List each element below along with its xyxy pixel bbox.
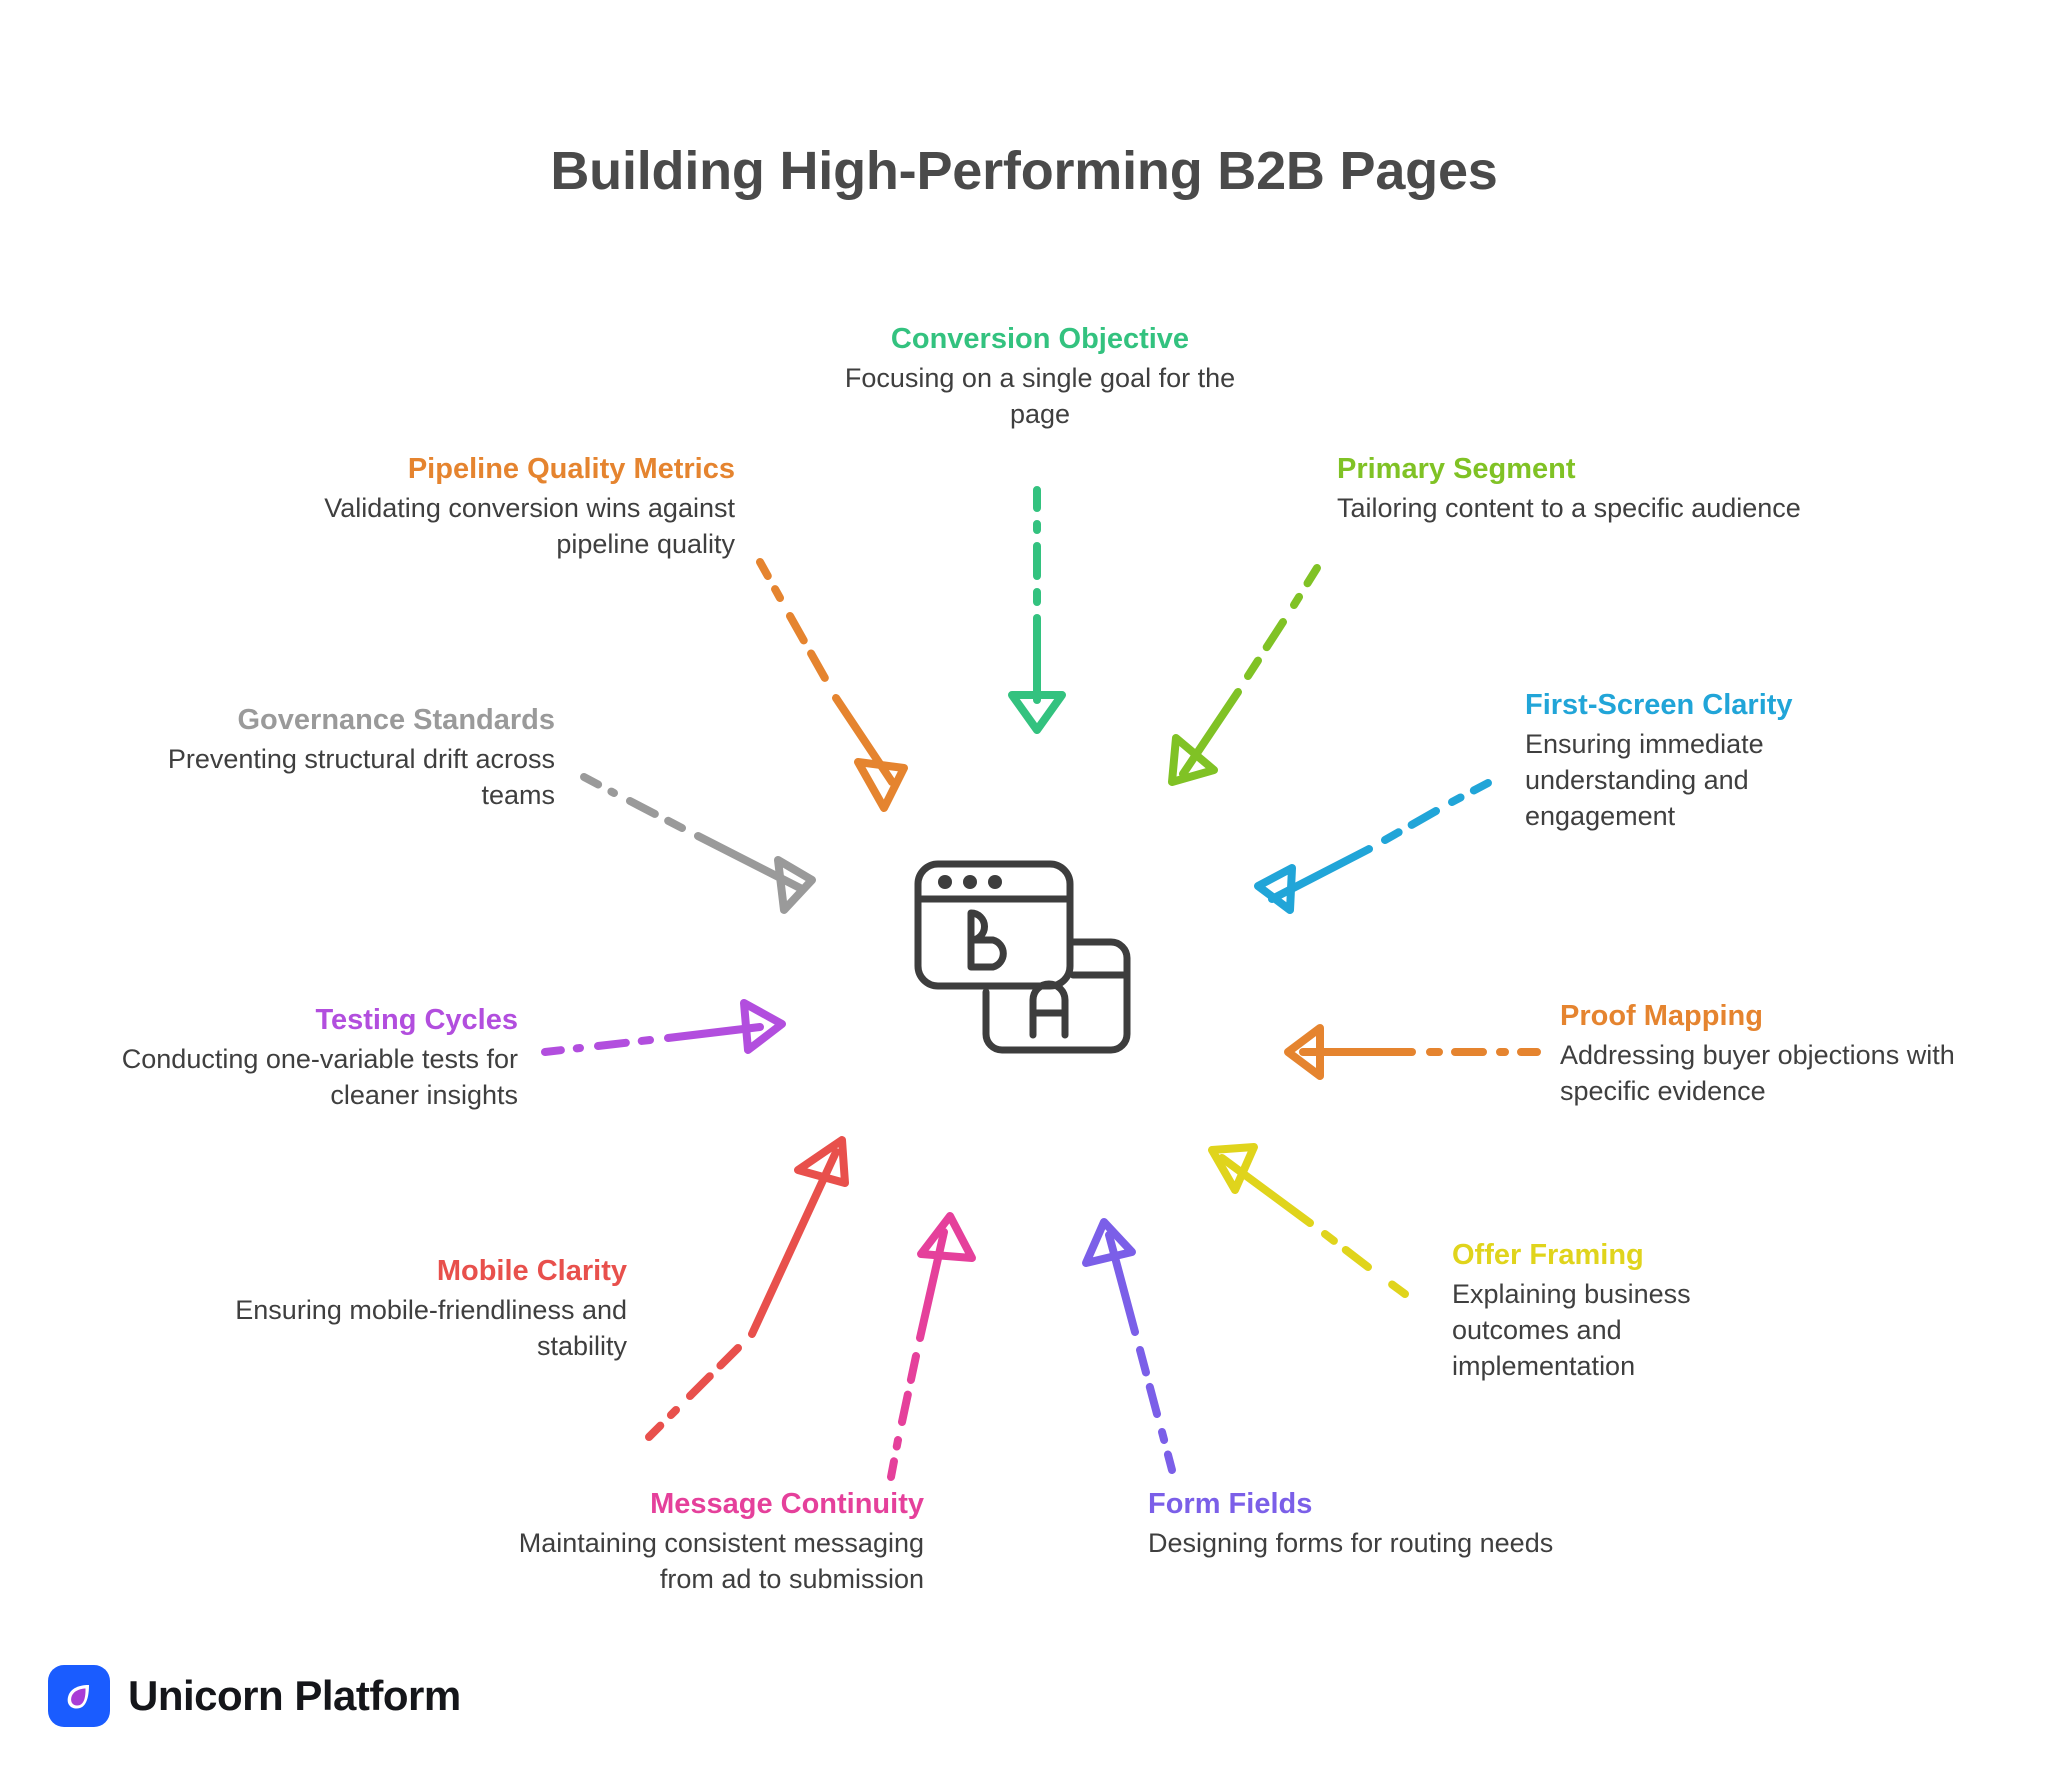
node-title-governance-standards: Governance Standards (237, 704, 556, 736)
node-proof-mapping[interactable]: Proof Mapping Addressing buyer objection… (1560, 999, 1990, 1110)
arrow-mobile-clarity (645, 1136, 849, 1441)
node-desc-pipeline-quality-metrics: Validating conversion wins against pipel… (324, 493, 735, 559)
node-form-fields[interactable]: Form Fields Designing forms for routing … (1148, 1487, 1568, 1562)
node-offer-framing[interactable]: Offer Framing Explaining business outcom… (1452, 1238, 1752, 1384)
arrow-message-continuity (887, 1212, 976, 1481)
node-governance-standards[interactable]: Governance Standards Preventing structur… (150, 703, 555, 814)
node-title-conversion-objective: Conversion Objective (890, 323, 1190, 355)
arrow-offer-framing (1208, 1143, 1409, 1298)
node-desc-first-screen-clarity: Ensuring immediate understanding and eng… (1525, 729, 1764, 831)
ab-test-icon (905, 845, 1140, 1075)
node-title-primary-segment: Primary Segment (1337, 453, 1576, 485)
node-desc-conversion-objective: Focusing on a single goal for the page (844, 363, 1236, 429)
node-title-message-continuity: Message Continuity (650, 1488, 924, 1520)
brand-name: Unicorn Platform (128, 1672, 461, 1719)
node-pipeline-quality-metrics[interactable]: Pipeline Quality Metrics Validating conv… (310, 452, 735, 563)
arrow-testing-cycles (541, 999, 786, 1056)
node-desc-message-continuity: Maintaining consistent messaging from ad… (518, 1528, 924, 1594)
node-mobile-clarity[interactable]: Mobile Clarity Ensuring mobile-friendlin… (180, 1254, 627, 1365)
node-desc-offer-framing: Explaining business outcomes and impleme… (1452, 1279, 1691, 1381)
footer-brand[interactable]: Unicorn Platform (48, 1665, 461, 1727)
node-title-first-screen-clarity: First-Screen Clarity (1525, 689, 1793, 721)
arrow-governance-standards (580, 773, 816, 914)
arrow-first-screen-clarity (1254, 779, 1492, 914)
node-conversion-objective[interactable]: Conversion Objective Focusing on a singl… (820, 322, 1260, 433)
node-title-testing-cycles: Testing Cycles (315, 1004, 518, 1036)
node-desc-testing-cycles: Conducting one-variable tests for cleane… (121, 1044, 518, 1110)
arrow-conversion-objective (1008, 486, 1066, 734)
node-desc-primary-segment: Tailoring content to a specific audience (1337, 493, 1801, 524)
arrow-pipeline-quality-metrics (756, 558, 908, 812)
node-first-screen-clarity[interactable]: First-Screen Clarity Ensuring immediate … (1525, 688, 1865, 834)
arrow-primary-segment (1168, 564, 1321, 786)
node-primary-segment[interactable]: Primary Segment Tailoring content to a s… (1337, 452, 1807, 527)
page-title: Building High-Performing B2B Pages (550, 141, 1498, 201)
node-title-offer-framing: Offer Framing (1452, 1239, 1644, 1271)
node-title-pipeline-quality-metrics: Pipeline Quality Metrics (407, 453, 735, 485)
node-desc-proof-mapping: Addressing buyer objections with specifi… (1560, 1040, 1955, 1106)
node-desc-governance-standards: Preventing structural drift across teams (167, 744, 555, 810)
node-title-proof-mapping: Proof Mapping (1560, 1000, 1763, 1032)
node-testing-cycles[interactable]: Testing Cycles Conducting one-variable t… (78, 1003, 518, 1114)
node-title-form-fields: Form Fields (1148, 1488, 1313, 1520)
node-message-continuity[interactable]: Message Continuity Maintaining consisten… (512, 1487, 924, 1598)
unicorn-platform-logo-icon (48, 1665, 110, 1727)
arrow-proof-mapping (1284, 1024, 1541, 1080)
node-desc-mobile-clarity: Ensuring mobile-friendliness and stabili… (235, 1295, 627, 1361)
node-desc-form-fields: Designing forms for routing needs (1148, 1528, 1554, 1559)
arrow-form-fields (1082, 1218, 1176, 1474)
node-title-mobile-clarity: Mobile Clarity (436, 1255, 627, 1287)
